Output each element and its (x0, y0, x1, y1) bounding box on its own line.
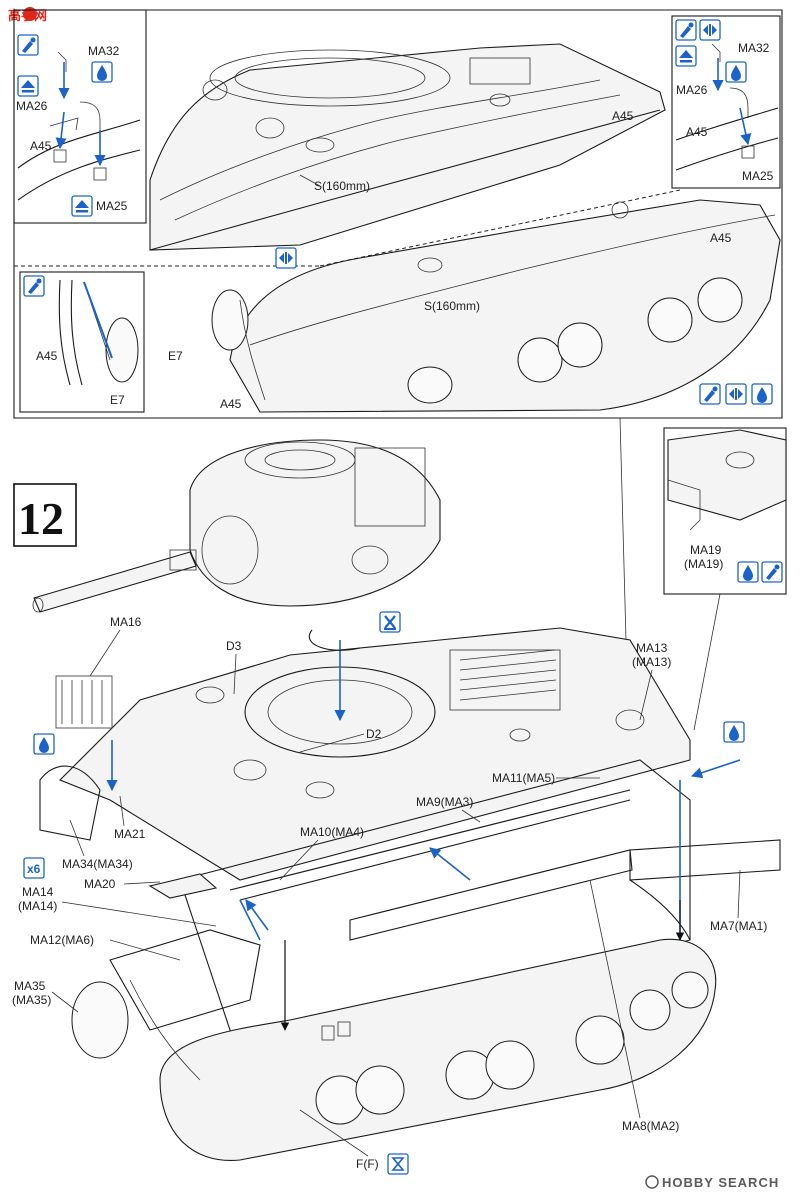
main-hull-drawing (39, 627, 781, 1162)
label-ma8: MA8(MA2) (622, 1119, 679, 1133)
glue-icon (699, 383, 721, 405)
label-a45: A45 (686, 125, 708, 139)
label-ma12: MA12(MA6) (30, 933, 94, 947)
step-number: 12 (18, 493, 64, 544)
paint-icon (737, 561, 759, 583)
logo-text: 高手网 (8, 8, 47, 24)
hobby-search-watermark: HOBBY SEARCH (645, 1175, 779, 1190)
top-panel (13, 9, 783, 419)
label-ma16: MA16 (110, 615, 142, 629)
label-e7: E7 (168, 349, 183, 363)
quantity-badge (23, 857, 45, 879)
label-ma9: MA9(MA3) (416, 795, 473, 809)
sanding-icon (387, 1153, 409, 1175)
glue-icon (675, 19, 697, 41)
label-ma32: MA32 (88, 44, 120, 58)
label-a45: A45 (220, 397, 242, 411)
inset-right: MA19 (MA19) (619, 417, 787, 731)
flip-icon (699, 19, 721, 41)
label-ma19-paren: (MA19) (684, 557, 723, 571)
glue-icon (23, 275, 45, 297)
label-ma26: MA26 (676, 83, 708, 97)
label-ma13: MA13 (636, 641, 668, 655)
turret-drawing (32, 439, 441, 613)
label-d3: D3 (226, 639, 242, 653)
paint-icon (33, 733, 55, 755)
glue-icon (761, 561, 783, 583)
label-ma21: MA21 (114, 827, 146, 841)
paint-icon (723, 721, 745, 743)
inset-top-right: MA32 MA26 A45 MA25 (671, 15, 781, 189)
label-ma25: MA25 (96, 199, 128, 213)
label-ma32: MA32 (738, 41, 770, 55)
label-ma11: MA11(MA5) (492, 771, 555, 785)
paint-icon (725, 61, 747, 83)
label-ma35-paren: (MA35) (12, 993, 51, 1007)
watermark-brand: HOBBY SEARCH (662, 1175, 779, 1190)
upper-hull-drawing: A45 S(160mm) (149, 43, 666, 251)
label-s-160mm: S(160mm) (314, 179, 370, 193)
label-e7: E7 (110, 393, 125, 407)
label-a45: A45 (612, 109, 634, 123)
label-ma14: MA14 (22, 885, 54, 899)
up-orientation-icon (17, 75, 39, 97)
main-labels: MA16 D3 D2 MA13 (MA13) MA11(MA5) MA9(MA3… (12, 615, 767, 1171)
inset-left-mid: A45 E7 (19, 271, 145, 413)
paint-icon (751, 383, 773, 405)
label-a45: A45 (710, 231, 732, 245)
step-badge: 12 (13, 483, 77, 547)
label-ff: F(F) (356, 1157, 379, 1171)
label-ma35: MA35 (14, 979, 46, 993)
label-a45: A45 (36, 349, 58, 363)
paint-icon (91, 61, 113, 83)
flip-icon (725, 383, 747, 405)
assembly-arrows (106, 629, 741, 1031)
label-ma10: MA10(MA4) (300, 825, 364, 839)
quantity-text: x6 (27, 862, 41, 876)
flip-icon (275, 247, 297, 269)
label-d2: D2 (366, 727, 382, 741)
label-ma13-paren: (MA13) (632, 655, 671, 669)
up-orientation-icon (71, 195, 93, 217)
label-ma20: MA20 (84, 877, 116, 891)
label-ma26: MA26 (16, 99, 48, 113)
cut-icon (378, 610, 402, 634)
label-ma19: MA19 (690, 543, 722, 557)
label-a45: A45 (30, 139, 52, 153)
label-s-160mm: S(160mm) (424, 299, 480, 313)
inset-top-left: MA32 MA26 A45 MA25 (13, 9, 147, 224)
label-ma7: MA7(MA1) (710, 919, 767, 933)
label-ma34: MA34(MA34) (62, 857, 133, 871)
label-ma25: MA25 (742, 169, 774, 183)
glue-icon (17, 34, 39, 56)
label-ma14-paren: (MA14) (18, 899, 57, 913)
lower-hull-drawing: A45 S(160mm) E7 A45 (168, 199, 781, 413)
up-orientation-icon (675, 45, 697, 67)
